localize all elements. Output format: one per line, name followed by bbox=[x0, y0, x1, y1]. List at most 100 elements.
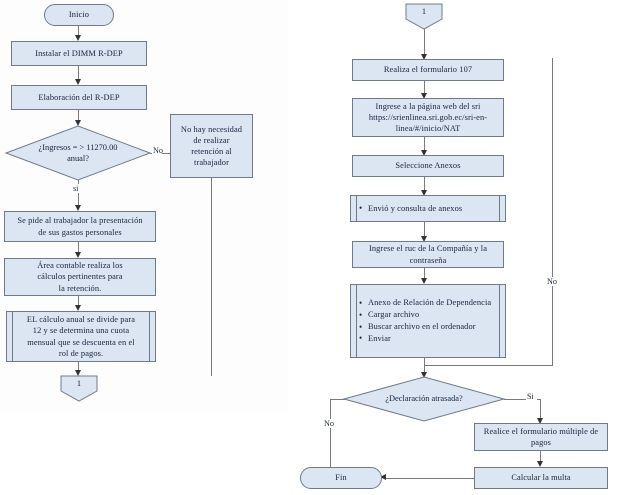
edge-label-si-declaracion: Si bbox=[526, 392, 535, 401]
edge-multa-to-fin bbox=[384, 478, 474, 479]
edge-decision2-si-h bbox=[504, 399, 526, 400]
edge-form107-to-web bbox=[424, 81, 425, 95]
node-no-hay-necesidad[interactable]: No hay necesidad de realizar retención a… bbox=[170, 114, 253, 178]
node-calcular-multa-label: Calcular la multa bbox=[511, 473, 571, 483]
connector-in-1[interactable]: 1 bbox=[405, 3, 443, 30]
node-formulario-multiple[interactable]: Realice el formulario múltiple de pagos bbox=[474, 423, 608, 451]
edge-area-to-calculo bbox=[78, 296, 79, 307]
list-item: Envió y consulta de anexos bbox=[359, 202, 502, 215]
se-pide-line2: de sus gastos personales bbox=[38, 227, 122, 237]
arrowhead-down bbox=[421, 150, 427, 156]
node-calcular-multa[interactable]: Calcular la multa bbox=[474, 467, 608, 489]
node-inicio-label: Inicio bbox=[68, 10, 90, 20]
node-calculo-anual[interactable]: EL cálculo anual se divide para 12 y se … bbox=[6, 311, 156, 362]
arrowhead-down bbox=[421, 236, 427, 242]
arrowhead-down bbox=[421, 278, 427, 284]
node-anexo-relacion-dependencia[interactable]: Anexo de Relación de Dependencia Cargar … bbox=[350, 284, 506, 358]
node-elaboracion-rdep[interactable]: Elaboración del R-DEP bbox=[11, 85, 147, 110]
node-formulario-107-label: Realiza el formulario 107 bbox=[383, 65, 473, 75]
edge-loop-no-horizontal bbox=[424, 365, 553, 366]
edge-decision-si bbox=[78, 180, 79, 207]
connector-in-1-label: 1 bbox=[421, 7, 427, 17]
decision-declaracion-atrasada-shape bbox=[342, 376, 506, 422]
edge-side-box-down bbox=[211, 178, 212, 376]
connector-in-1-shape bbox=[405, 3, 443, 30]
list-item: Enviar bbox=[359, 332, 502, 345]
arrowhead-down bbox=[75, 79, 81, 85]
node-instalar-dimm[interactable]: Instalar el DIMM R-DEP bbox=[11, 41, 147, 66]
node-inicio[interactable]: Inicio bbox=[44, 4, 114, 26]
node-area-contable[interactable]: Área contable realiza los cálculos perti… bbox=[4, 258, 156, 296]
edge-decision-no-b bbox=[162, 153, 170, 154]
node-seleccione-anexos[interactable]: Seleccione Anexos bbox=[352, 155, 504, 177]
side-box-line1: No hay necesidad bbox=[180, 124, 243, 134]
node-ingrese-ruc-label: Ingrese el ruc de la Compañía y la contr… bbox=[356, 243, 500, 266]
node-pagina-web-sri-label: Ingrese a la página web del sri https://… bbox=[356, 101, 500, 135]
list-item: Anexo de Relación de Dependencia bbox=[359, 297, 502, 310]
decision-ingresos-shape bbox=[4, 125, 152, 181]
node-calculo-anual-label: EL cálculo anual se divide para 12 y se … bbox=[10, 314, 152, 359]
node-pagina-web-sri[interactable]: Ingrese a la página web del sri https://… bbox=[352, 98, 504, 137]
node-envio-consulta-anexos[interactable]: Envió y consulta de anexos bbox=[350, 195, 506, 222]
list-item: Cargar archivo bbox=[359, 309, 502, 322]
edge-loop-no-vertical bbox=[552, 58, 553, 365]
node-area-contable-label: Área contable realiza los cálculos perti… bbox=[8, 260, 152, 294]
node-formulario-multiple-label: Realice el formulario múltiple de pagos bbox=[478, 426, 604, 449]
connector-out-1[interactable]: 1 bbox=[60, 375, 98, 402]
edge-label-no-declaracion: No bbox=[323, 419, 336, 428]
edge-label-no-ingresos: No bbox=[152, 146, 165, 155]
arrowhead-down bbox=[421, 190, 427, 196]
node-seleccione-anexos-label: Seleccione Anexos bbox=[395, 161, 461, 171]
arrowhead-down bbox=[75, 252, 81, 258]
se-pide-line1: Se pide al trabajador la presentación bbox=[17, 216, 143, 226]
arrowhead-down bbox=[537, 418, 543, 424]
node-ingrese-ruc[interactable]: Ingrese el ruc de la Compañía y la contr… bbox=[352, 241, 504, 268]
arrowhead-down bbox=[75, 35, 81, 41]
connector-out-1-shape bbox=[60, 375, 98, 402]
node-fin[interactable]: Fin bbox=[300, 467, 382, 489]
calculo-line1: EL cálculo anual se divide para bbox=[26, 315, 136, 324]
multiple-line2: pagos bbox=[530, 438, 552, 447]
decision-ingresos[interactable]: ¿Ingresos = > 11270.00 anual? bbox=[4, 125, 152, 181]
edge-ruc-to-anexo-rd bbox=[424, 268, 425, 280]
web-line2: https://srienlinea.sri.gob.ec/sri-en- bbox=[368, 112, 488, 122]
edge-multiple-to-multa bbox=[540, 451, 541, 463]
edge-inicio-to-instalar bbox=[78, 26, 79, 37]
web-line3: linea/#/inicio/NAT bbox=[395, 124, 461, 134]
arrowhead-down bbox=[421, 93, 427, 99]
arrowhead-down bbox=[537, 461, 543, 467]
edge-label-no-loop: No bbox=[546, 277, 559, 286]
decision-declaracion-atrasada[interactable]: ¿Declaración atrasada? bbox=[342, 376, 506, 422]
node-instalar-dimm-label: Instalar el DIMM R-DEP bbox=[35, 48, 123, 58]
edge-decision2-si-h2 bbox=[537, 399, 541, 400]
edge-calculo-to-connector bbox=[78, 362, 79, 372]
list-item: Buscar archivo en el ordenador bbox=[359, 321, 502, 334]
side-box-line2: de realizar bbox=[193, 135, 230, 145]
edge-decision2-no-v bbox=[330, 399, 331, 474]
arrowhead-down bbox=[75, 120, 81, 126]
node-formulario-107[interactable]: Realiza el formulario 107 bbox=[352, 59, 504, 81]
arrowhead-down bbox=[421, 54, 427, 60]
edge-connector-to-form107 bbox=[424, 29, 425, 56]
area-line3: la retención. bbox=[58, 283, 102, 293]
node-fin-label: Fin bbox=[335, 473, 347, 483]
arrowhead-down bbox=[75, 305, 81, 311]
arrowhead-down bbox=[421, 372, 427, 378]
ruc-line1: Ingrese el ruc de la Compañía y la bbox=[368, 244, 488, 254]
web-line1: Ingrese a la página web del sri bbox=[375, 101, 481, 111]
arrowhead-left bbox=[380, 474, 386, 480]
node-no-hay-necesidad-label: No hay necesidad de realizar retención a… bbox=[174, 124, 249, 169]
calculo-line2: 12 y se determina una cuota bbox=[32, 326, 130, 336]
node-se-pide-trabajador[interactable]: Se pide al trabajador la presentación de… bbox=[4, 211, 156, 242]
arrowhead-down bbox=[75, 205, 81, 211]
edge-envio-to-ruc bbox=[424, 222, 425, 238]
edge-web-to-anexos bbox=[424, 137, 425, 152]
multiple-line1: Realice el formulario múltiple de bbox=[483, 426, 599, 436]
node-se-pide-trabajador-label: Se pide al trabajador la presentación de… bbox=[8, 215, 152, 238]
side-box-line3: retención al bbox=[191, 147, 232, 156]
area-line1: Área contable realiza los bbox=[37, 261, 123, 271]
node-elaboracion-rdep-label: Elaboración del R-DEP bbox=[38, 92, 120, 102]
edge-anexos-to-envio bbox=[424, 177, 425, 192]
node-anexo-relacion-dependencia-list: Anexo de Relación de Dependencia Cargar … bbox=[354, 297, 502, 345]
